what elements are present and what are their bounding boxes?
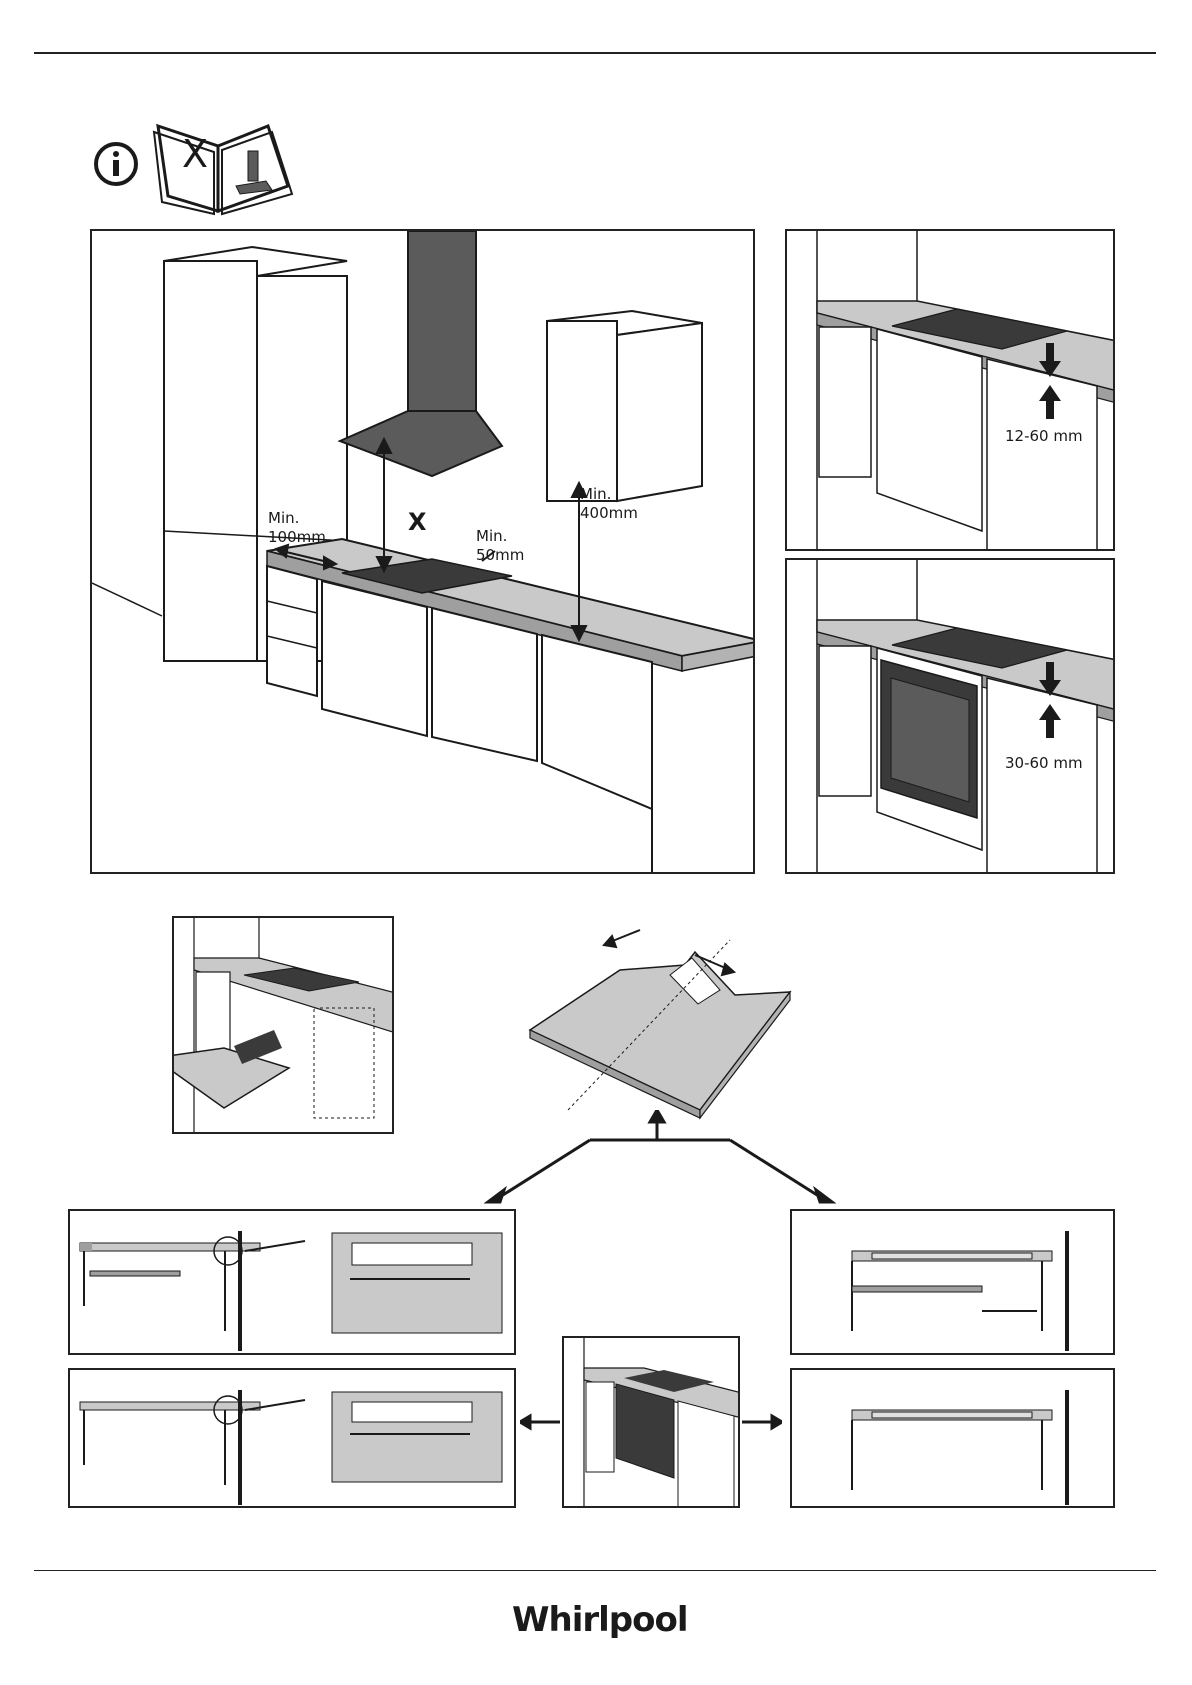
connector-arrows — [480, 1110, 840, 1205]
min-wall-cabinet-clearance-label: Min. 400mm — [580, 485, 638, 523]
worktop-with-oven-panel: 30-60 mm — [785, 558, 1115, 874]
manual-book-icon — [148, 116, 298, 216]
x-marker-label: X — [182, 134, 208, 174]
footer-rule — [34, 1570, 1156, 1571]
brand-logo: Whirlpool — [512, 1600, 688, 1640]
worktop-thickness-no-oven-label: 12-60 mm — [1005, 427, 1083, 446]
min-back-clearance-label: Min. 50mm — [476, 527, 524, 565]
worktop-cutout-template — [520, 920, 820, 1135]
info-icon — [92, 140, 140, 188]
section-overlay-panel — [790, 1368, 1115, 1508]
section-recessed-panel — [68, 1368, 516, 1508]
side-arrows — [520, 1412, 782, 1432]
section-overlay-with-support-panel — [790, 1209, 1115, 1355]
header-rule — [34, 52, 1156, 54]
worktop-no-oven-panel: 12-60 mm — [785, 229, 1115, 551]
main-installation-panel: X Min. 100mm Min. 50mm Min. 400mm — [90, 229, 755, 874]
section-flush-with-support-panel — [68, 1209, 516, 1355]
cutout-insert-panel — [172, 916, 394, 1134]
worktop-thickness-with-oven-label: 30-60 mm — [1005, 754, 1083, 773]
min-side-clearance-label: Min. 100mm — [268, 509, 326, 547]
hood-distance-x-label: X — [408, 513, 427, 532]
